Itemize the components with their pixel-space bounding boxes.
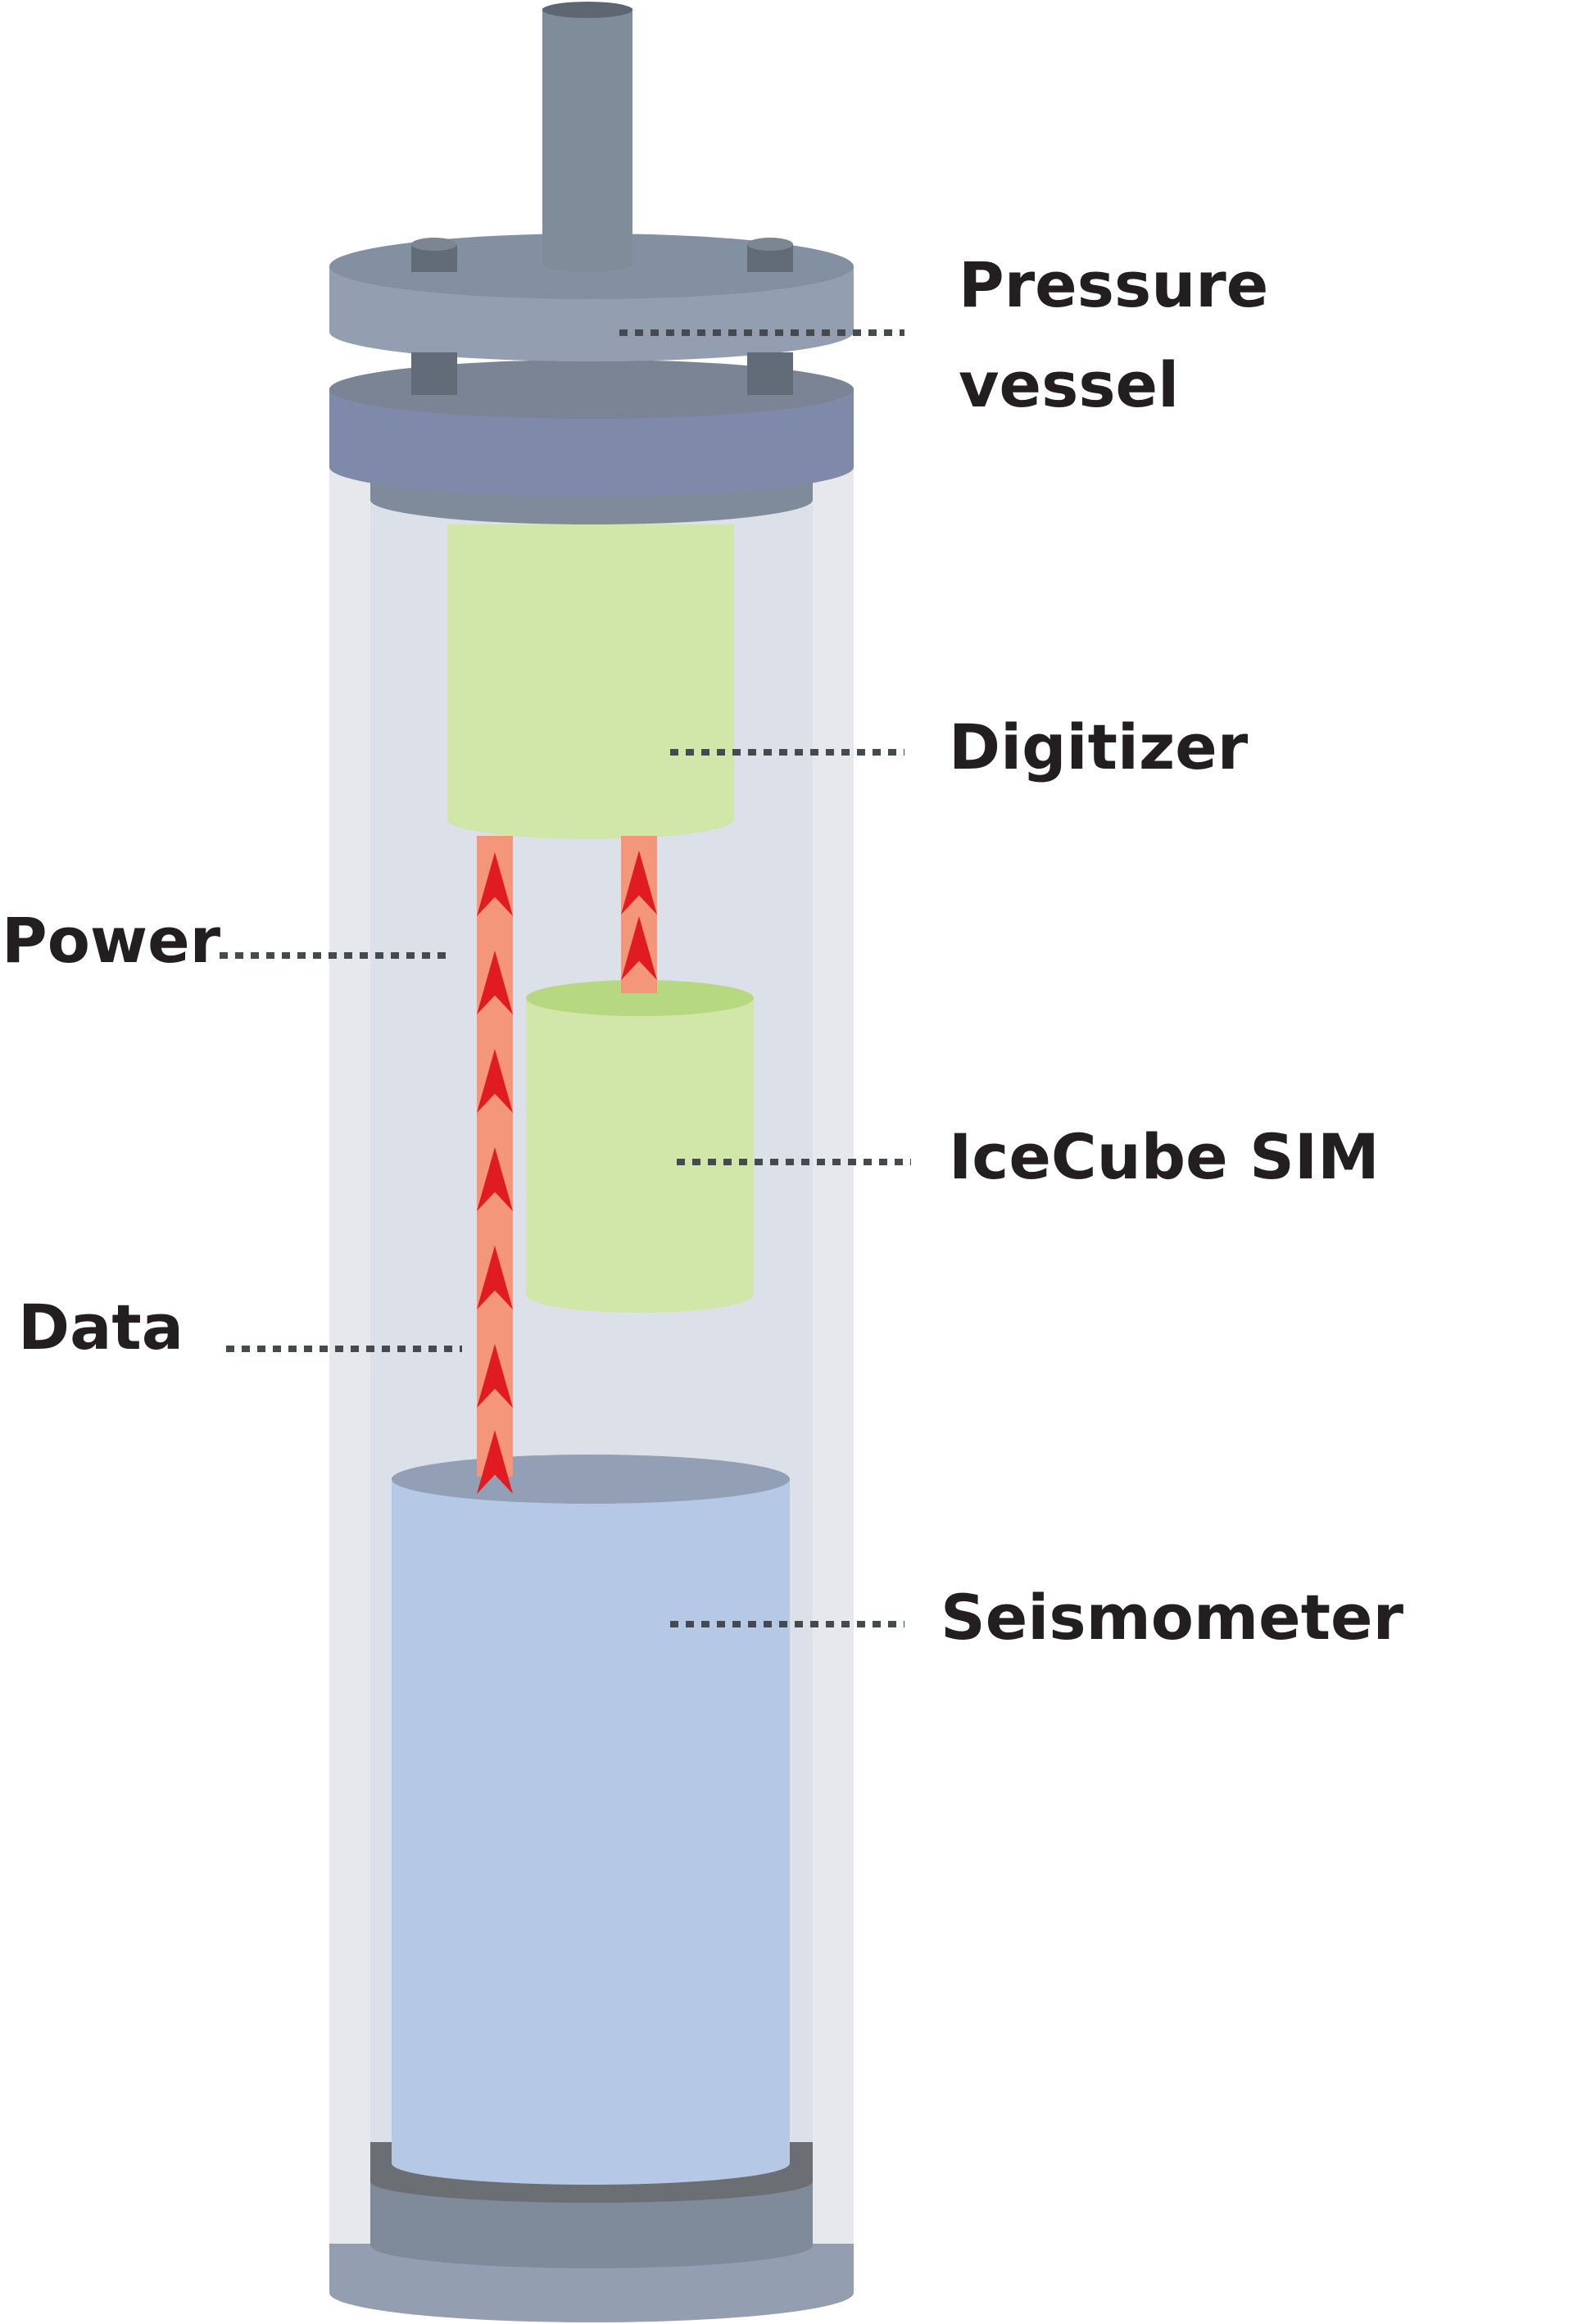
- pressure-vessel-label-line1: Pressure: [959, 248, 1268, 321]
- chevron-up-arrow-icon: [477, 951, 513, 1014]
- pressure-vessel-label-line2: vessel: [959, 348, 1179, 421]
- chevron-up-arrow-icon: [477, 1430, 513, 1494]
- bolt: [411, 352, 457, 395]
- chevron-up-arrow-icon: [621, 916, 657, 980]
- top-cap: [329, 234, 854, 361]
- data-label: Data: [18, 1291, 184, 1364]
- digitizer-body: [447, 524, 734, 839]
- top-stem: [542, 2, 632, 272]
- upper-flange: [329, 360, 854, 524]
- power-label: Power: [2, 904, 221, 977]
- bolt: [411, 238, 457, 251]
- leader-lines: [220, 329, 911, 1627]
- icecube-sim-label: IceCube SIM: [949, 1120, 1380, 1193]
- chevron-up-arrow-icon: [477, 1246, 513, 1310]
- chevron-up-arrow-icon: [477, 1049, 513, 1113]
- bolt: [747, 352, 793, 395]
- seismometer-label: Seismometer: [941, 1581, 1404, 1654]
- bolts: [411, 238, 793, 395]
- chevron-up-arrow-icon: [477, 852, 513, 916]
- chevron-up-arrow-icon: [477, 1344, 513, 1408]
- chevron-up-arrow-icon: [621, 851, 657, 915]
- digitizer-label: Digitizer: [949, 710, 1249, 783]
- seismometer-body: [392, 1455, 790, 2185]
- bolt: [747, 238, 793, 251]
- icecube-sim-body: [526, 980, 754, 1313]
- cables: [477, 836, 657, 1494]
- chevron-up-arrow-icon: [477, 1147, 513, 1211]
